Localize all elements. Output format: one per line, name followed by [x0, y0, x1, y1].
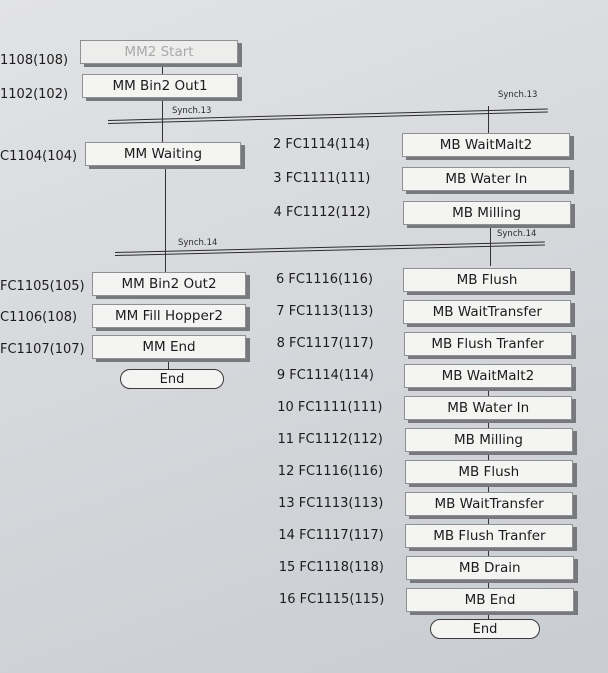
- mb-step-box[interactable]: MB Milling: [404, 428, 573, 452]
- mb-step-box[interactable]: MB Flush Tranfer: [405, 524, 574, 548]
- mm-fill-label: C1106(108): [0, 310, 78, 325]
- mm-end-terminal[interactable]: End: [120, 369, 224, 389]
- mb-step-box[interactable]: MB WaitTransfer: [405, 492, 574, 516]
- connector-line: [488, 106, 489, 136]
- mb-step-label: 11 FC1112(112): [277, 432, 383, 447]
- mb-step-label: 3 FC1111(111): [273, 171, 371, 186]
- mb-step-box[interactable]: MB Drain: [405, 556, 574, 580]
- connector-line: [490, 226, 491, 266]
- mb-step-label: 10 FC1111(111): [277, 400, 383, 415]
- mb-step-box[interactable]: MB Flush: [404, 460, 573, 484]
- mm-end-step[interactable]: MM End: [92, 335, 246, 359]
- mb-step-label: 8 FC1117(117): [276, 336, 374, 351]
- mm-end-label: FC1107(107): [0, 342, 85, 357]
- synch-14-left-label: Synch.14: [178, 238, 218, 248]
- connector-line: [162, 60, 163, 145]
- mb-step-label: 12 FC1116(116): [277, 464, 384, 479]
- synch-13-left-label: Synch.13: [172, 106, 212, 116]
- mb-step-label: 15 FC1118(118): [278, 560, 384, 575]
- connector-line: [168, 358, 169, 374]
- mb-step-box[interactable]: MB Milling: [402, 201, 571, 225]
- mb-step-label: 4 FC1112(112): [273, 205, 371, 220]
- mb-step-label: 9 FC1114(114): [276, 368, 374, 383]
- synch-13-right-label: Synch.13: [498, 90, 538, 100]
- mb-step-label: 14 FC1117(117): [278, 528, 384, 543]
- mb-step-label: 7 FC1113(113): [276, 304, 374, 319]
- mb-step-box[interactable]: MB Flush: [403, 268, 571, 292]
- mb-step-box[interactable]: MB WaitTransfer: [403, 300, 572, 324]
- mb-step-label: 16 FC1115(115): [279, 592, 385, 607]
- mm-waiting-label: C1104(104): [0, 149, 78, 164]
- mb-step-box[interactable]: MB Water In: [404, 396, 573, 420]
- mm-bin2-out2-step[interactable]: MM Bin2 Out2: [92, 272, 246, 296]
- mb-step-box[interactable]: MB Flush Tranfer: [403, 332, 572, 356]
- synch-14-right-label: Synch.14: [497, 229, 537, 239]
- mm-bin2-out1-step[interactable]: MM Bin2 Out1: [82, 74, 238, 98]
- mm-start-label: 1108(108): [0, 53, 69, 68]
- mb-step-box[interactable]: MB WaitMalt2: [403, 364, 572, 388]
- mb-step-box[interactable]: MB End: [406, 588, 574, 612]
- mb-end-terminal[interactable]: End: [430, 619, 540, 639]
- mm-bin-out1-label: 1102(102): [0, 87, 69, 102]
- mb-step-label: 2 FC1114(114): [273, 137, 370, 152]
- mm2-start-step[interactable]: MM2 Start: [80, 40, 238, 64]
- mm-waiting-step[interactable]: MM Waiting: [85, 142, 241, 166]
- mb-step-label: 13 FC1113(113): [278, 496, 384, 511]
- mm-fill-hopper2-step[interactable]: MM Fill Hopper2: [92, 304, 246, 328]
- mb-step-label: 6 FC1116(116): [276, 272, 373, 287]
- mb-step-box[interactable]: MB WaitMalt2: [402, 133, 570, 157]
- connector-line: [165, 168, 166, 273]
- mm-bin-out2-label: FC1105(105): [0, 279, 85, 294]
- mb-step-box[interactable]: MB Water In: [402, 167, 571, 191]
